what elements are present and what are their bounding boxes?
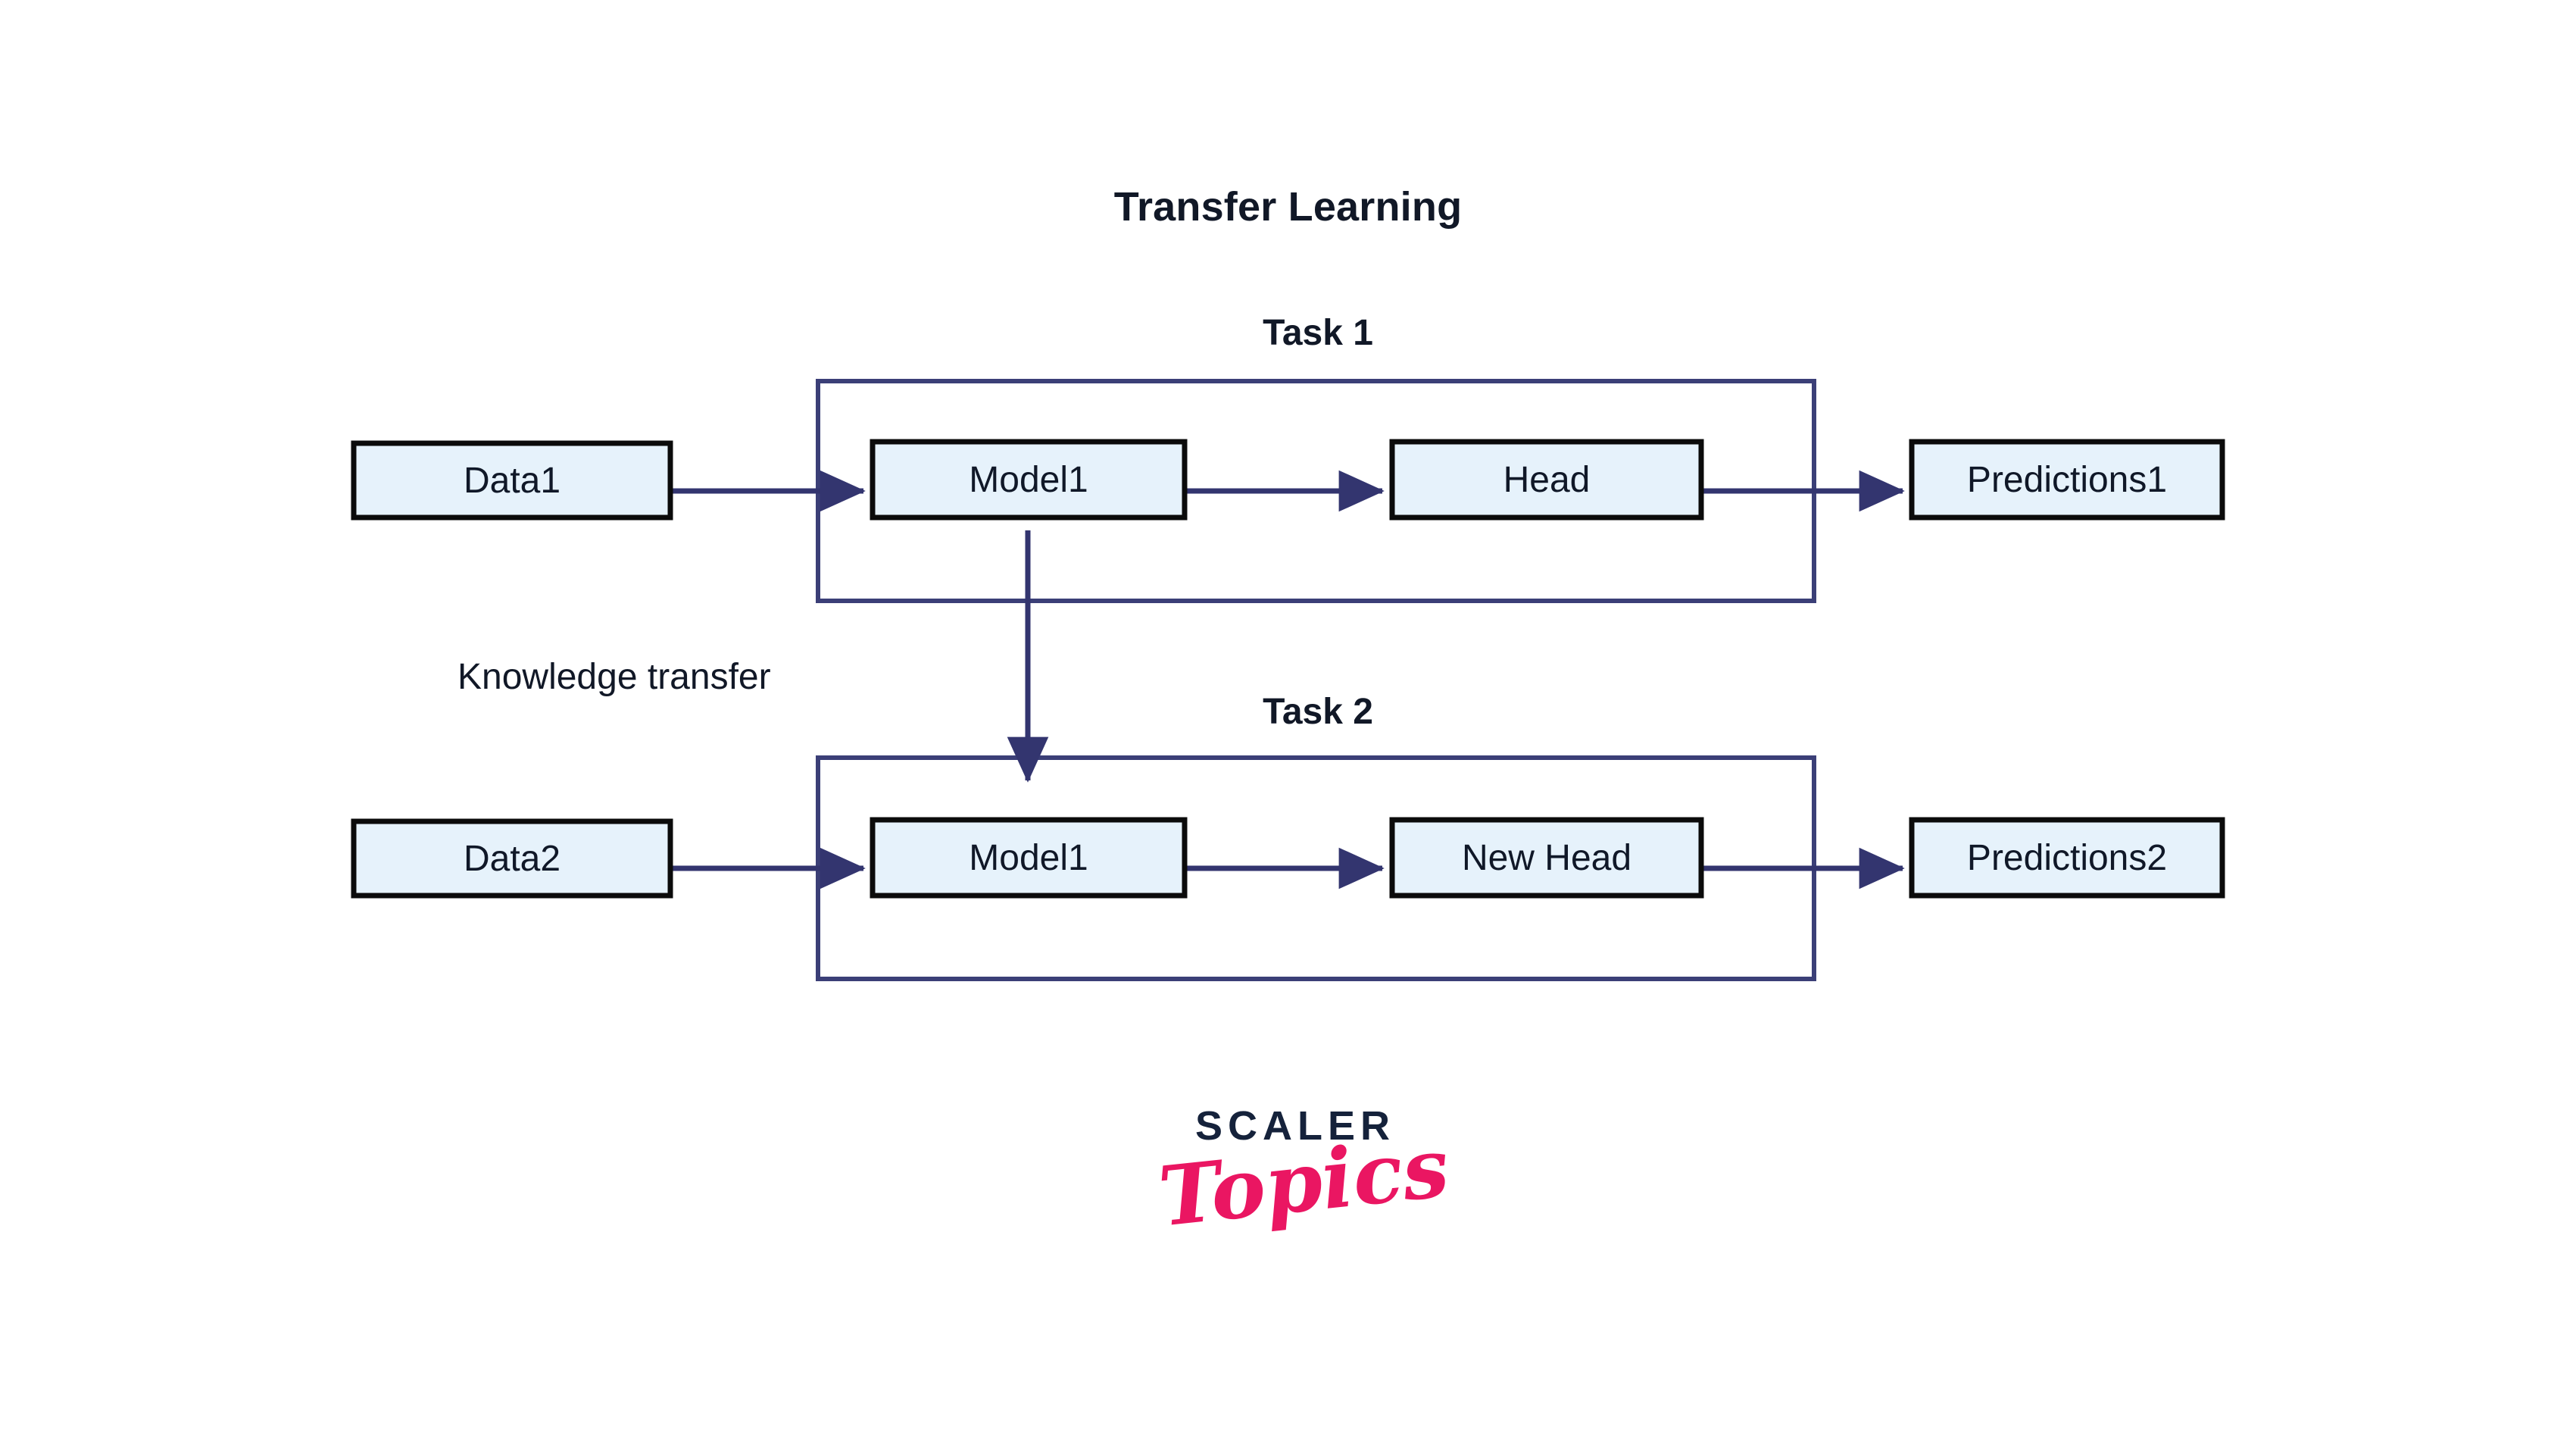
node-box-predictions2[interactable] — [1909, 817, 2225, 899]
node-box-predictions1[interactable] — [1909, 439, 2225, 521]
group-label-task2: Task 2 — [1263, 692, 1373, 732]
logo-wordmark: SCALER — [1194, 1103, 1395, 1149]
node-box-new-head[interactable] — [1389, 817, 1704, 899]
node-box-data2[interactable] — [351, 818, 673, 899]
page-title: Transfer Learning — [1113, 184, 1463, 230]
node-box-model1-task2[interactable] — [870, 817, 1188, 899]
group-label-task1: Task 1 — [1263, 313, 1373, 353]
node-box-data1[interactable] — [351, 440, 673, 521]
scaler-topics-logo: SCALER Topics — [1154, 1102, 1453, 1292]
knowledge-transfer-label: Knowledge transfer — [457, 657, 771, 697]
node-box-model1-task1[interactable] — [870, 439, 1188, 521]
node-box-head[interactable] — [1389, 439, 1704, 521]
